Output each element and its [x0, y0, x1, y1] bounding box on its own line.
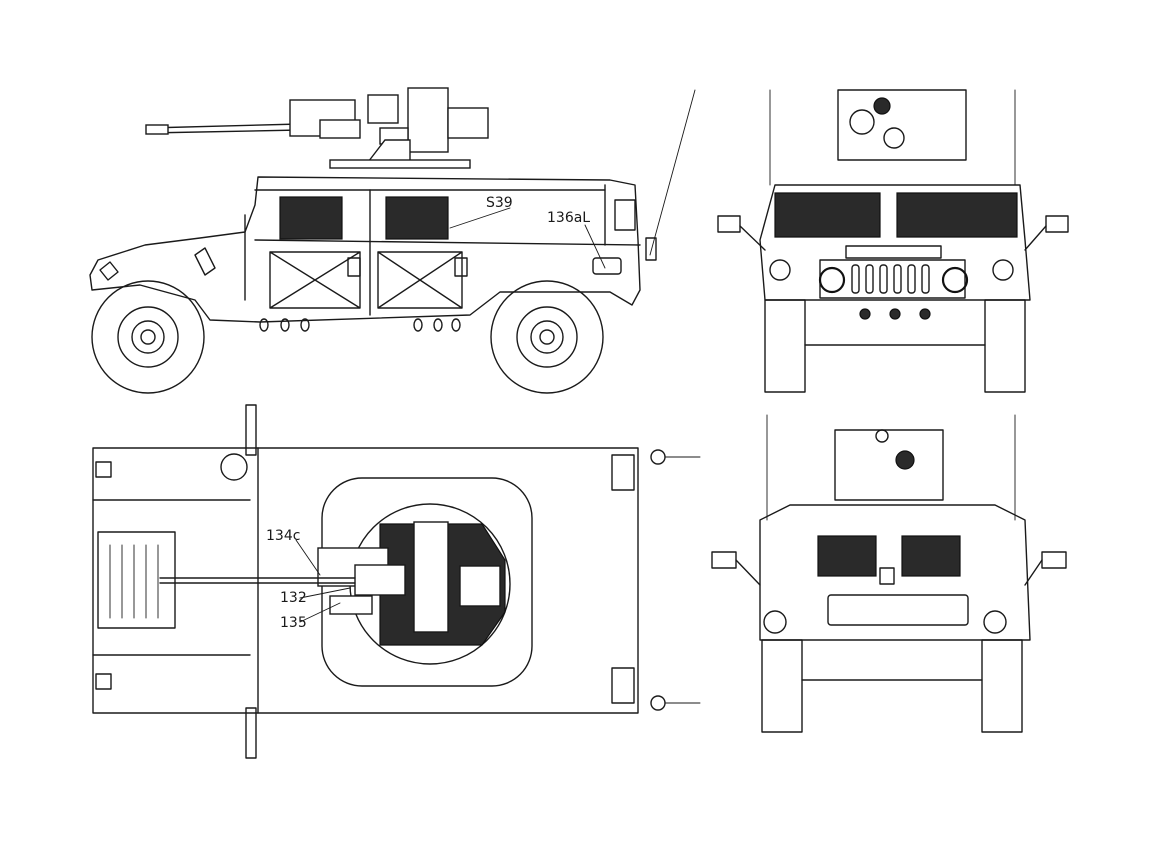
front-grille-slots	[851, 264, 930, 294]
side-front-wheel	[91, 280, 205, 394]
callout-s39: S39	[486, 195, 513, 211]
callout-132: 132	[280, 590, 307, 606]
top-glass-hatching	[109, 544, 159, 619]
top-view: 134c 132 135	[92, 404, 701, 759]
side-body	[89, 89, 696, 332]
side-rear-wheel	[490, 280, 604, 394]
callout-134c: 134c	[266, 528, 300, 544]
callout-136al: 136aL	[547, 210, 590, 226]
front-view	[717, 89, 1069, 393]
rear-view	[711, 414, 1067, 733]
side-turret	[145, 87, 489, 169]
callout-135: 135	[280, 615, 307, 631]
side-view: S39 136aL	[89, 87, 696, 394]
